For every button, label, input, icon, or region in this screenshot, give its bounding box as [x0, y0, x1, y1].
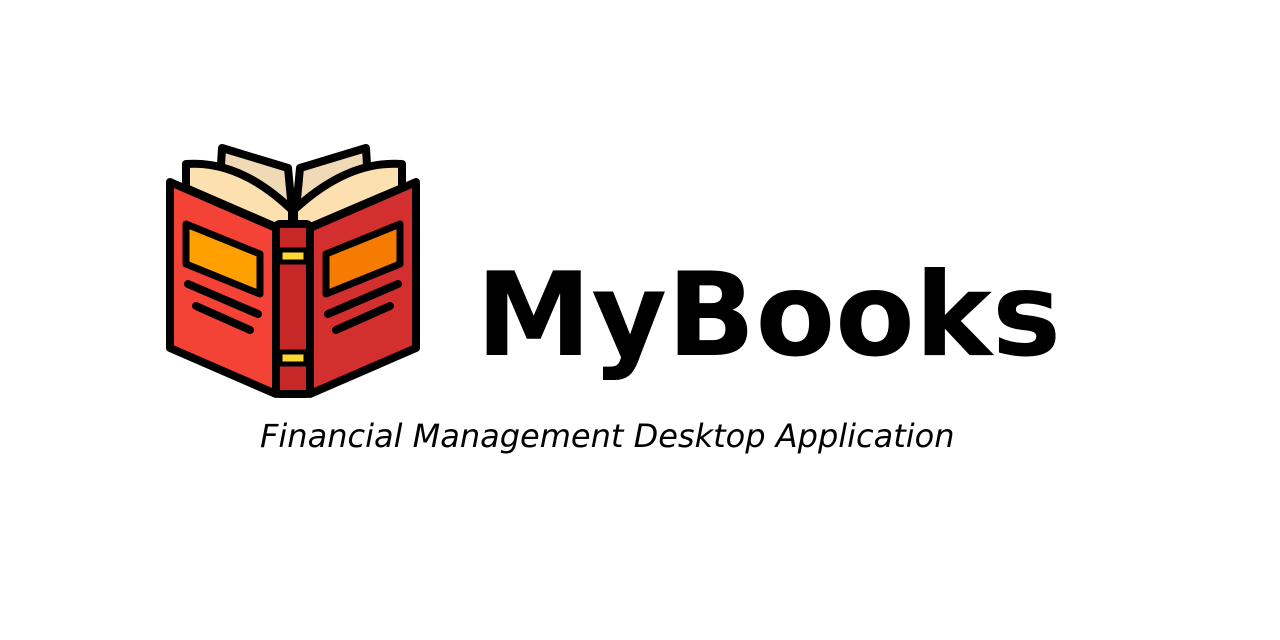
cover-line-left-1	[184, 280, 262, 318]
book-page-right	[290, 159, 406, 238]
app-tagline: Financial Management Desktop Application	[260, 417, 955, 455]
cover-line-left-2	[192, 302, 254, 334]
cover-line-right-1	[324, 280, 402, 318]
app-title: MyBooks	[476, 248, 1062, 383]
spine-band-top	[277, 247, 309, 265]
open-book-icon	[166, 144, 420, 398]
cover-panel-left	[182, 220, 264, 298]
cover-panel-right	[322, 220, 404, 298]
spine-band-bottom	[277, 349, 309, 367]
cover-line-right-2	[332, 302, 394, 334]
